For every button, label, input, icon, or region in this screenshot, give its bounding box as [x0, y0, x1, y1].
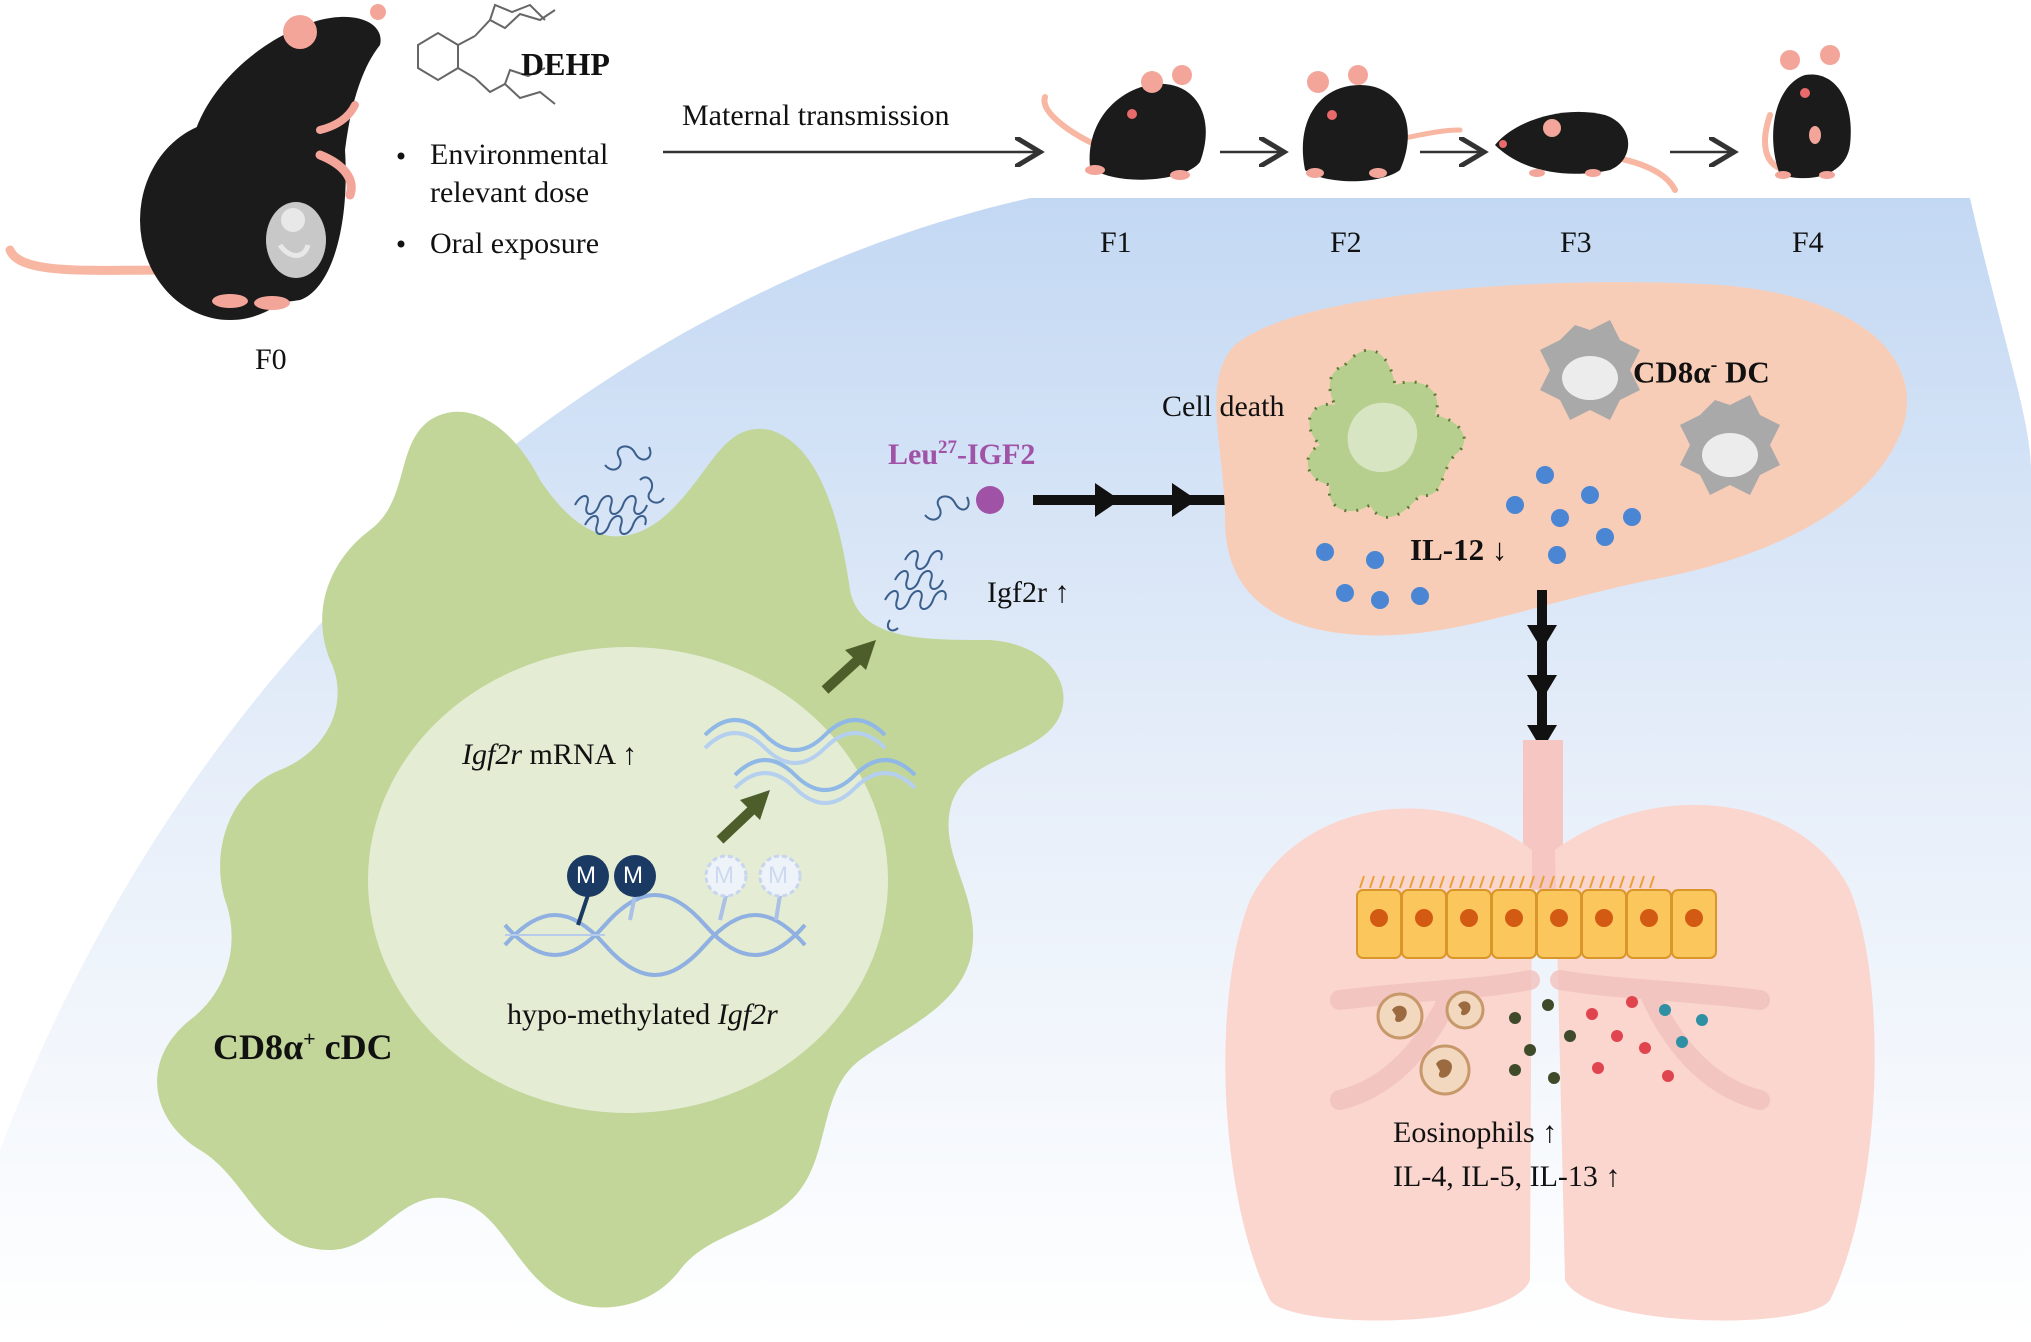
generation-label-f1: F1: [1100, 226, 1132, 259]
cdc-label-sup: +: [303, 1026, 316, 1051]
cd8a-cdc-label: CD8α+ cDC: [213, 1026, 393, 1067]
upregulation-arrow: [821, 640, 876, 694]
methyl-mark-label: M: [576, 862, 596, 889]
dc-label-main: CD8α: [1633, 354, 1711, 390]
cd8a-minus-dc-label: CD8α- DC: [1633, 355, 1770, 387]
bullet-dot: [397, 240, 405, 248]
bullet-environmental: Environmental: [430, 138, 609, 171]
methyl-mark-label: M: [623, 862, 643, 889]
leu27-igf2-label: Leu27-IGF2: [888, 438, 1035, 470]
dying-dc-cell: [1306, 348, 1466, 519]
dc-label-sup: -: [1710, 354, 1718, 376]
eosinophils-label: Eosinophils ↑: [1393, 1116, 1558, 1149]
bullet-dot: [397, 152, 405, 160]
f3-mouse-icon: [1495, 111, 1678, 193]
epithelial-cell-layer: [1356, 875, 1717, 959]
ligand-prefix: Leu: [888, 438, 939, 471]
dehp-label: DEHP: [521, 46, 610, 82]
methyl-mark-faded-label: M: [768, 862, 788, 889]
dc-label-tail: DC: [1717, 354, 1770, 390]
hypo-methylated-label: hypo-methylated Igf2r: [507, 1000, 778, 1030]
igf2r-mrna-icon: [703, 718, 917, 805]
mrna-text: mRNA ↑: [522, 738, 638, 771]
leu27-igf2-ligand: [976, 486, 1004, 514]
generation-label-f3: F3: [1560, 226, 1592, 259]
maternal-transmission-label: Maternal transmission: [682, 99, 950, 132]
cell-death-label: Cell death: [1162, 390, 1285, 423]
il12-label: IL-12 ↓: [1410, 532, 1508, 567]
cd8a-minus-dc-icon: [1540, 320, 1640, 420]
il12-particles: [1316, 466, 1641, 609]
generation-label-f4: F4: [1792, 226, 1824, 259]
igf2r-receptor-icon: [574, 445, 665, 535]
mrna-gene-name: Igf2r: [462, 738, 522, 771]
dna-double-helix: [503, 893, 807, 977]
bullet-oral-exposure: Oral exposure: [430, 227, 600, 260]
cd8a-minus-dc-icon: [1680, 395, 1780, 495]
f4-mouse-icon: [1762, 45, 1851, 179]
methyl-mark-faded-label: M: [714, 862, 734, 889]
methyl-text: hypo-methylated: [507, 998, 718, 1031]
ligand-suffix: -IGF2: [957, 438, 1036, 471]
bullet-relevant-dose: relevant dose: [430, 176, 590, 209]
f0-mouse-icon: [5, 4, 386, 320]
f2-mouse-icon: [1302, 65, 1463, 182]
methyl-mark: [614, 855, 656, 897]
igf2r-receptor-label: Igf2r ↑: [987, 576, 1070, 609]
downward-arrow-chain: [1527, 590, 1557, 750]
eosinophil-cells: [1376, 990, 1485, 1096]
igf2r-mrna-label: Igf2r mRNA ↑: [462, 740, 637, 770]
cytokine-particles: [1509, 996, 1708, 1084]
generation-label-f2: F2: [1330, 226, 1362, 259]
cdc-label-main: CD8α: [213, 1027, 304, 1067]
generation-label-f0: F0: [255, 343, 287, 376]
ligand-superscript: 27: [938, 437, 958, 458]
methyl-mark: [567, 855, 609, 897]
methyl-gene-name: Igf2r: [717, 998, 778, 1031]
cdc-label-tail: cDC: [315, 1027, 393, 1067]
upregulation-arrow: [716, 790, 770, 844]
methyl-mark-faded: [704, 854, 748, 898]
cytokines-label: IL-4, IL-5, IL-13 ↑: [1393, 1160, 1621, 1193]
methyl-groups: [567, 854, 802, 926]
methyl-mark-faded: [758, 854, 802, 898]
dehp-structure-icon: [417, 3, 556, 105]
igf2r-receptor-icon: [884, 495, 970, 632]
f1-mouse-icon: [1041, 65, 1206, 180]
